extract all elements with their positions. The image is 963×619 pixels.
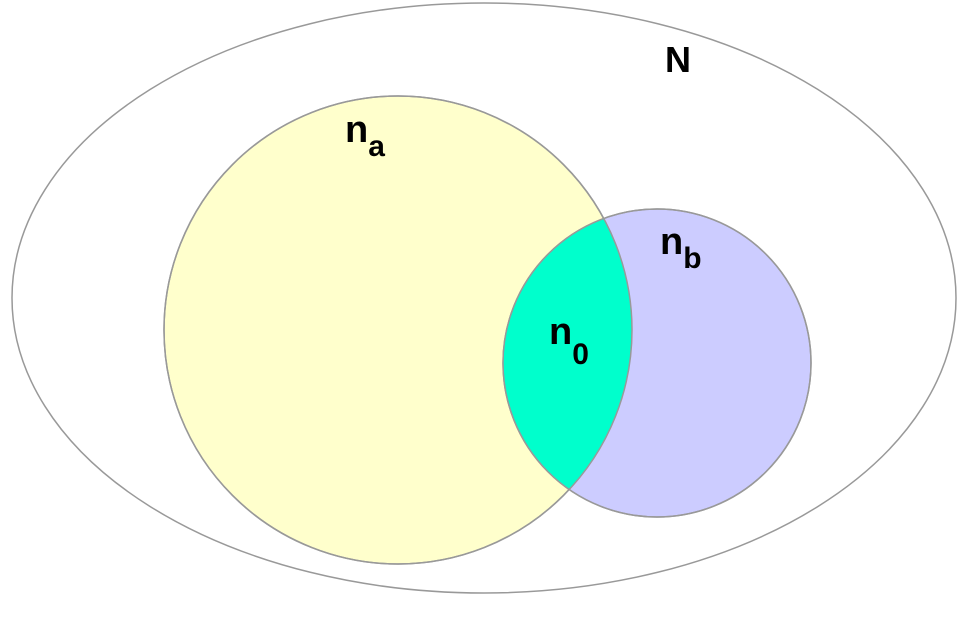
set-a-label: na bbox=[345, 109, 385, 163]
set-a-label-sub: a bbox=[368, 130, 385, 163]
intersection-label-sub: 0 bbox=[572, 338, 589, 371]
set-b-label: nb bbox=[660, 221, 702, 275]
set-b-outline bbox=[502, 208, 812, 518]
set-b-label-sub: b bbox=[683, 242, 701, 275]
set-b-label-base: n bbox=[660, 221, 683, 263]
universe-label: N bbox=[665, 39, 691, 80]
intersection-label-base: n bbox=[549, 311, 572, 353]
intersection-region bbox=[503, 209, 632, 517]
intersection-label: n0 bbox=[549, 311, 589, 371]
set-a-outline bbox=[163, 95, 633, 565]
set-a-label-base: n bbox=[345, 109, 368, 151]
